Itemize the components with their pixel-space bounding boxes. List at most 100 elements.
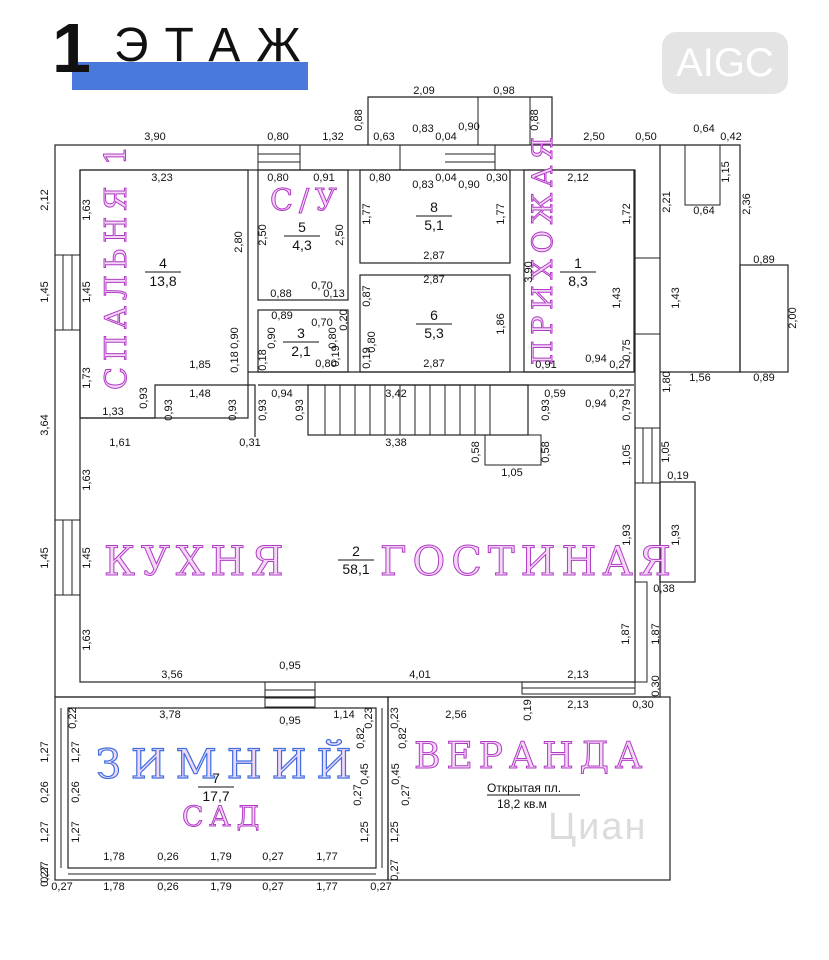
dimension-d141: 0,27 [389, 859, 401, 880]
dimension-d136: 0,26 [157, 851, 178, 863]
dimension-d27: 2,80 [233, 231, 245, 252]
dimension-d94: 1,05 [621, 444, 633, 465]
dimension-d122: 1,27 [70, 741, 82, 762]
dimension-d92: 0,58 [540, 441, 552, 462]
room-number-3: 3 [297, 325, 305, 341]
dimension-d15: 0,90 [458, 121, 479, 133]
room-area-4: 13,8 [149, 273, 176, 289]
room-area-3: 2,1 [291, 343, 311, 359]
dimension-d29: 2,50 [334, 224, 346, 245]
dimension-d82: 0,93 [163, 399, 175, 420]
dimension-d57: 0,18 [257, 349, 269, 370]
dimension-d11: 0,88 [529, 109, 541, 130]
dimension-d75: 0,94 [271, 388, 292, 400]
dimension-d65: 0,80 [315, 358, 336, 370]
dimension-d124: 0,82 [397, 727, 409, 748]
dimension-d16: 3,23 [151, 172, 172, 184]
dimension-d34: 0,64 [693, 205, 714, 217]
dimension-d123: 0,82 [355, 727, 367, 748]
dimension-d115: 3,78 [159, 709, 180, 721]
dimension-d6: 0,64 [693, 123, 714, 135]
room-name-su: С/У [270, 183, 343, 218]
dimension-d148: 1,77 [316, 881, 337, 893]
dimension-d26: 1,63 [81, 199, 93, 220]
dimension-d10: 0,88 [353, 109, 365, 130]
dimension-d93: 1,05 [501, 467, 522, 479]
dimension-d37: 2,87 [423, 250, 444, 262]
dimension-d32: 1,72 [621, 203, 633, 224]
dimension-d99: 1,93 [670, 524, 682, 545]
dimension-d112: 0,30 [632, 699, 653, 711]
dimension-d43: 0,70 [311, 280, 332, 292]
dimension-d71: 1,80 [661, 371, 673, 392]
room-name-veranda: ВЕРАНДА [414, 736, 648, 777]
dimension-d113: 0,19 [522, 699, 534, 720]
dimension-d78: 0,94 [585, 398, 606, 410]
dimension-d95: 0,19 [667, 470, 688, 482]
dimension-d127: 0,45 [359, 763, 371, 784]
dimension-d72: 1,56 [689, 372, 710, 384]
dimension-d85: 0,93 [294, 399, 306, 420]
dimension-d117: 2,56 [445, 709, 466, 721]
dimension-d114: 0,95 [279, 715, 300, 727]
dimension-d121: 1,27 [39, 741, 51, 762]
room-name-sad: САД [182, 800, 265, 833]
room-number-7: 7 [212, 770, 220, 786]
dimension-d134: 1,25 [389, 821, 401, 842]
dimension-d55: 0,90 [266, 327, 278, 348]
dimension-d20: 0,83 [412, 179, 433, 191]
dimension-d111: 2,13 [567, 699, 588, 711]
room-number-4: 4 [159, 255, 167, 271]
aigc-badge: AIGC [662, 32, 788, 94]
dimension-d105: 1,87 [650, 623, 662, 644]
dimension-d12: 0,63 [373, 131, 394, 143]
dimension-d50: 0,89 [271, 310, 292, 322]
dimension-d90: 3,38 [385, 437, 406, 449]
room-area-8: 5,1 [424, 217, 444, 233]
dimension-d79: 0,27 [609, 388, 630, 400]
dimension-d36: 2,36 [741, 193, 753, 214]
dimension-d89: 0,31 [239, 437, 260, 449]
dimension-d143: 0,27 [370, 881, 391, 893]
dimension-d130: 0,27 [400, 784, 412, 805]
dimension-d98: 1,93 [621, 524, 633, 545]
stairs [324, 96, 721, 466]
room-name-prihozhaya: ПРИХОЖАЯ [526, 131, 559, 365]
dimension-d135: 1,78 [103, 851, 124, 863]
dimension-d59: 0,80 [366, 331, 378, 352]
dimension-d109: 4,01 [409, 669, 430, 681]
room-name-spalnya: СПАЛЬНЯ 1 [99, 140, 134, 390]
dimension-d133: 1,25 [359, 821, 371, 842]
dimension-d35: 2,21 [661, 191, 673, 212]
dimension-d21: 0,04 [435, 172, 456, 184]
watermark: Циан [548, 806, 648, 848]
dimension-d106: 0,30 [650, 675, 662, 696]
dimension-d137: 1,79 [210, 851, 231, 863]
dimension-d100: 1,45 [39, 547, 51, 568]
dimension-d140: 0,27 [39, 861, 51, 882]
dimension-d103: 1,63 [81, 629, 93, 650]
dimension-d145: 0,26 [157, 881, 178, 893]
room-name-kuhnya: КУХНЯ [104, 539, 290, 585]
dimension-d64: 1,85 [189, 359, 210, 371]
windows [54, 144, 661, 875]
dimension-d84: 0,93 [257, 399, 269, 420]
dimension-d76: 3,42 [385, 388, 406, 400]
room-number-5: 5 [298, 219, 306, 235]
dimension-d68: 0,94 [585, 353, 606, 365]
dimension-d66: 2,87 [423, 358, 444, 370]
dimension-d87: 0,79 [621, 399, 633, 420]
dimension-d52: 0,20 [338, 309, 350, 330]
dimension-d147: 0,27 [262, 881, 283, 893]
dimension-d38: 3,90 [523, 261, 535, 282]
dimension-d69: 0,27 [609, 359, 630, 371]
floor-number: 1 [52, 9, 91, 87]
dimension-d81: 1,33 [102, 406, 123, 418]
dimension-d31: 1,77 [495, 203, 507, 224]
dimension-d22: 0,90 [458, 179, 479, 191]
dimension-d107: 0,95 [279, 660, 300, 672]
dimension-d126: 0,26 [70, 781, 82, 802]
dimension-d60: 0,19 [330, 345, 342, 366]
dimension-d119: 0,23 [363, 707, 375, 728]
dimension-d44: 0,13 [323, 288, 344, 300]
